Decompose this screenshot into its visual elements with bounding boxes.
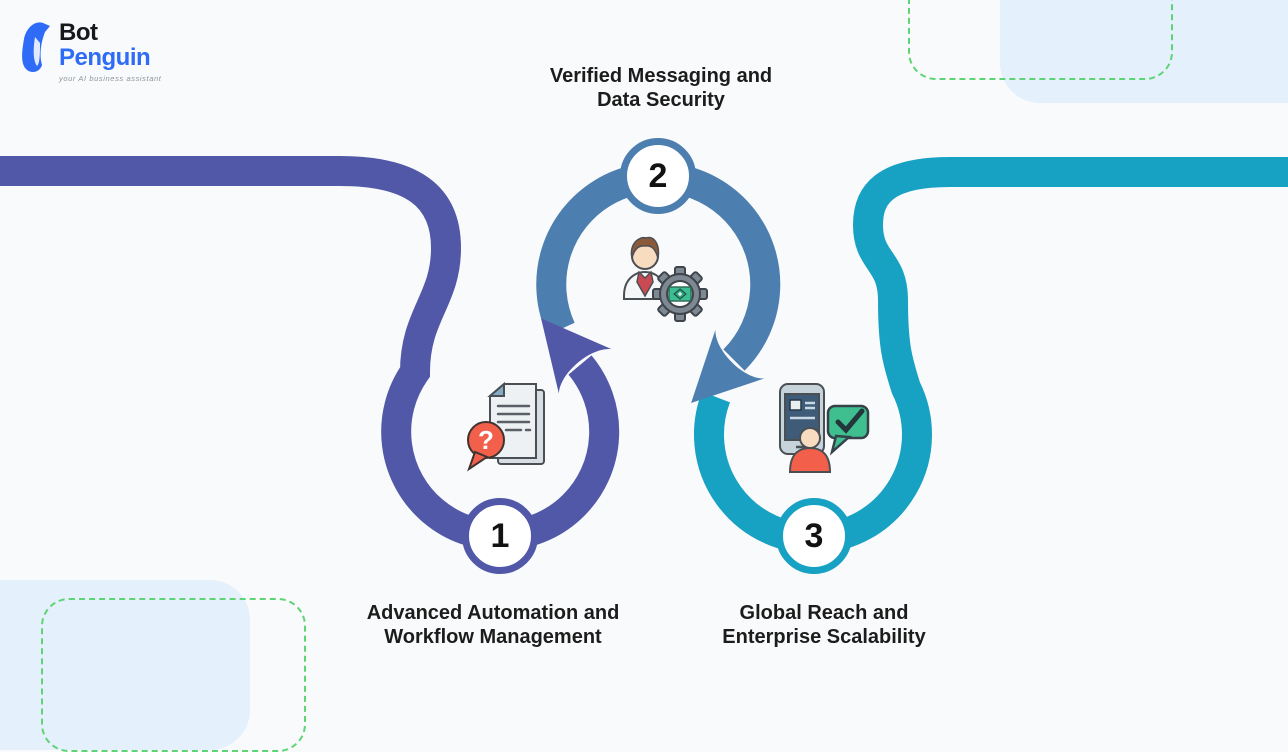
step-label-1-line-1: Advanced Automation and [366, 602, 620, 624]
phone-user-check-icon [779, 383, 870, 473]
decoration-dashed-rect-top-right [908, 0, 1173, 80]
document-question-icon: ? [467, 381, 545, 472]
step-number-1: 1 [490, 516, 510, 555]
step-label-2: Verified Messaging and Data Security [521, 64, 801, 112]
step-badge-2: 2 [620, 138, 696, 214]
step-label-2-line-2: Data Security [597, 89, 725, 111]
user-gear-money-icon [623, 236, 708, 322]
brand-logo: Bot Penguin your AI business assistant [14, 20, 161, 83]
flow-path-step1-purple [0, 156, 620, 551]
flow-path-step3-teal [694, 157, 1288, 554]
decoration-rounded-rect-top-right [1000, 0, 1288, 103]
brand-name-bottom: Penguin [59, 44, 151, 71]
step-number-2: 2 [648, 156, 668, 195]
step-label-3-line-2: Enterprise Scalability [722, 626, 926, 648]
step-label-1: Advanced Automation and Workflow Managem… [353, 601, 633, 649]
brand-name-top: Bot [59, 19, 98, 46]
penguin-icon [22, 22, 50, 73]
step-badge-1: 1 [462, 498, 538, 574]
svg-text:?: ? [478, 425, 494, 455]
step-number-3: 3 [804, 516, 824, 555]
step-label-3: Global Reach and Enterprise Scalability [684, 601, 964, 649]
step-badge-3: 3 [776, 498, 852, 574]
step-label-3-line-1: Global Reach and [739, 602, 909, 624]
step-label-2-line-1: Verified Messaging and [549, 65, 773, 87]
step-label-1-line-2: Workflow Management [384, 626, 602, 648]
brand-tagline: your AI business assistant [59, 74, 162, 83]
